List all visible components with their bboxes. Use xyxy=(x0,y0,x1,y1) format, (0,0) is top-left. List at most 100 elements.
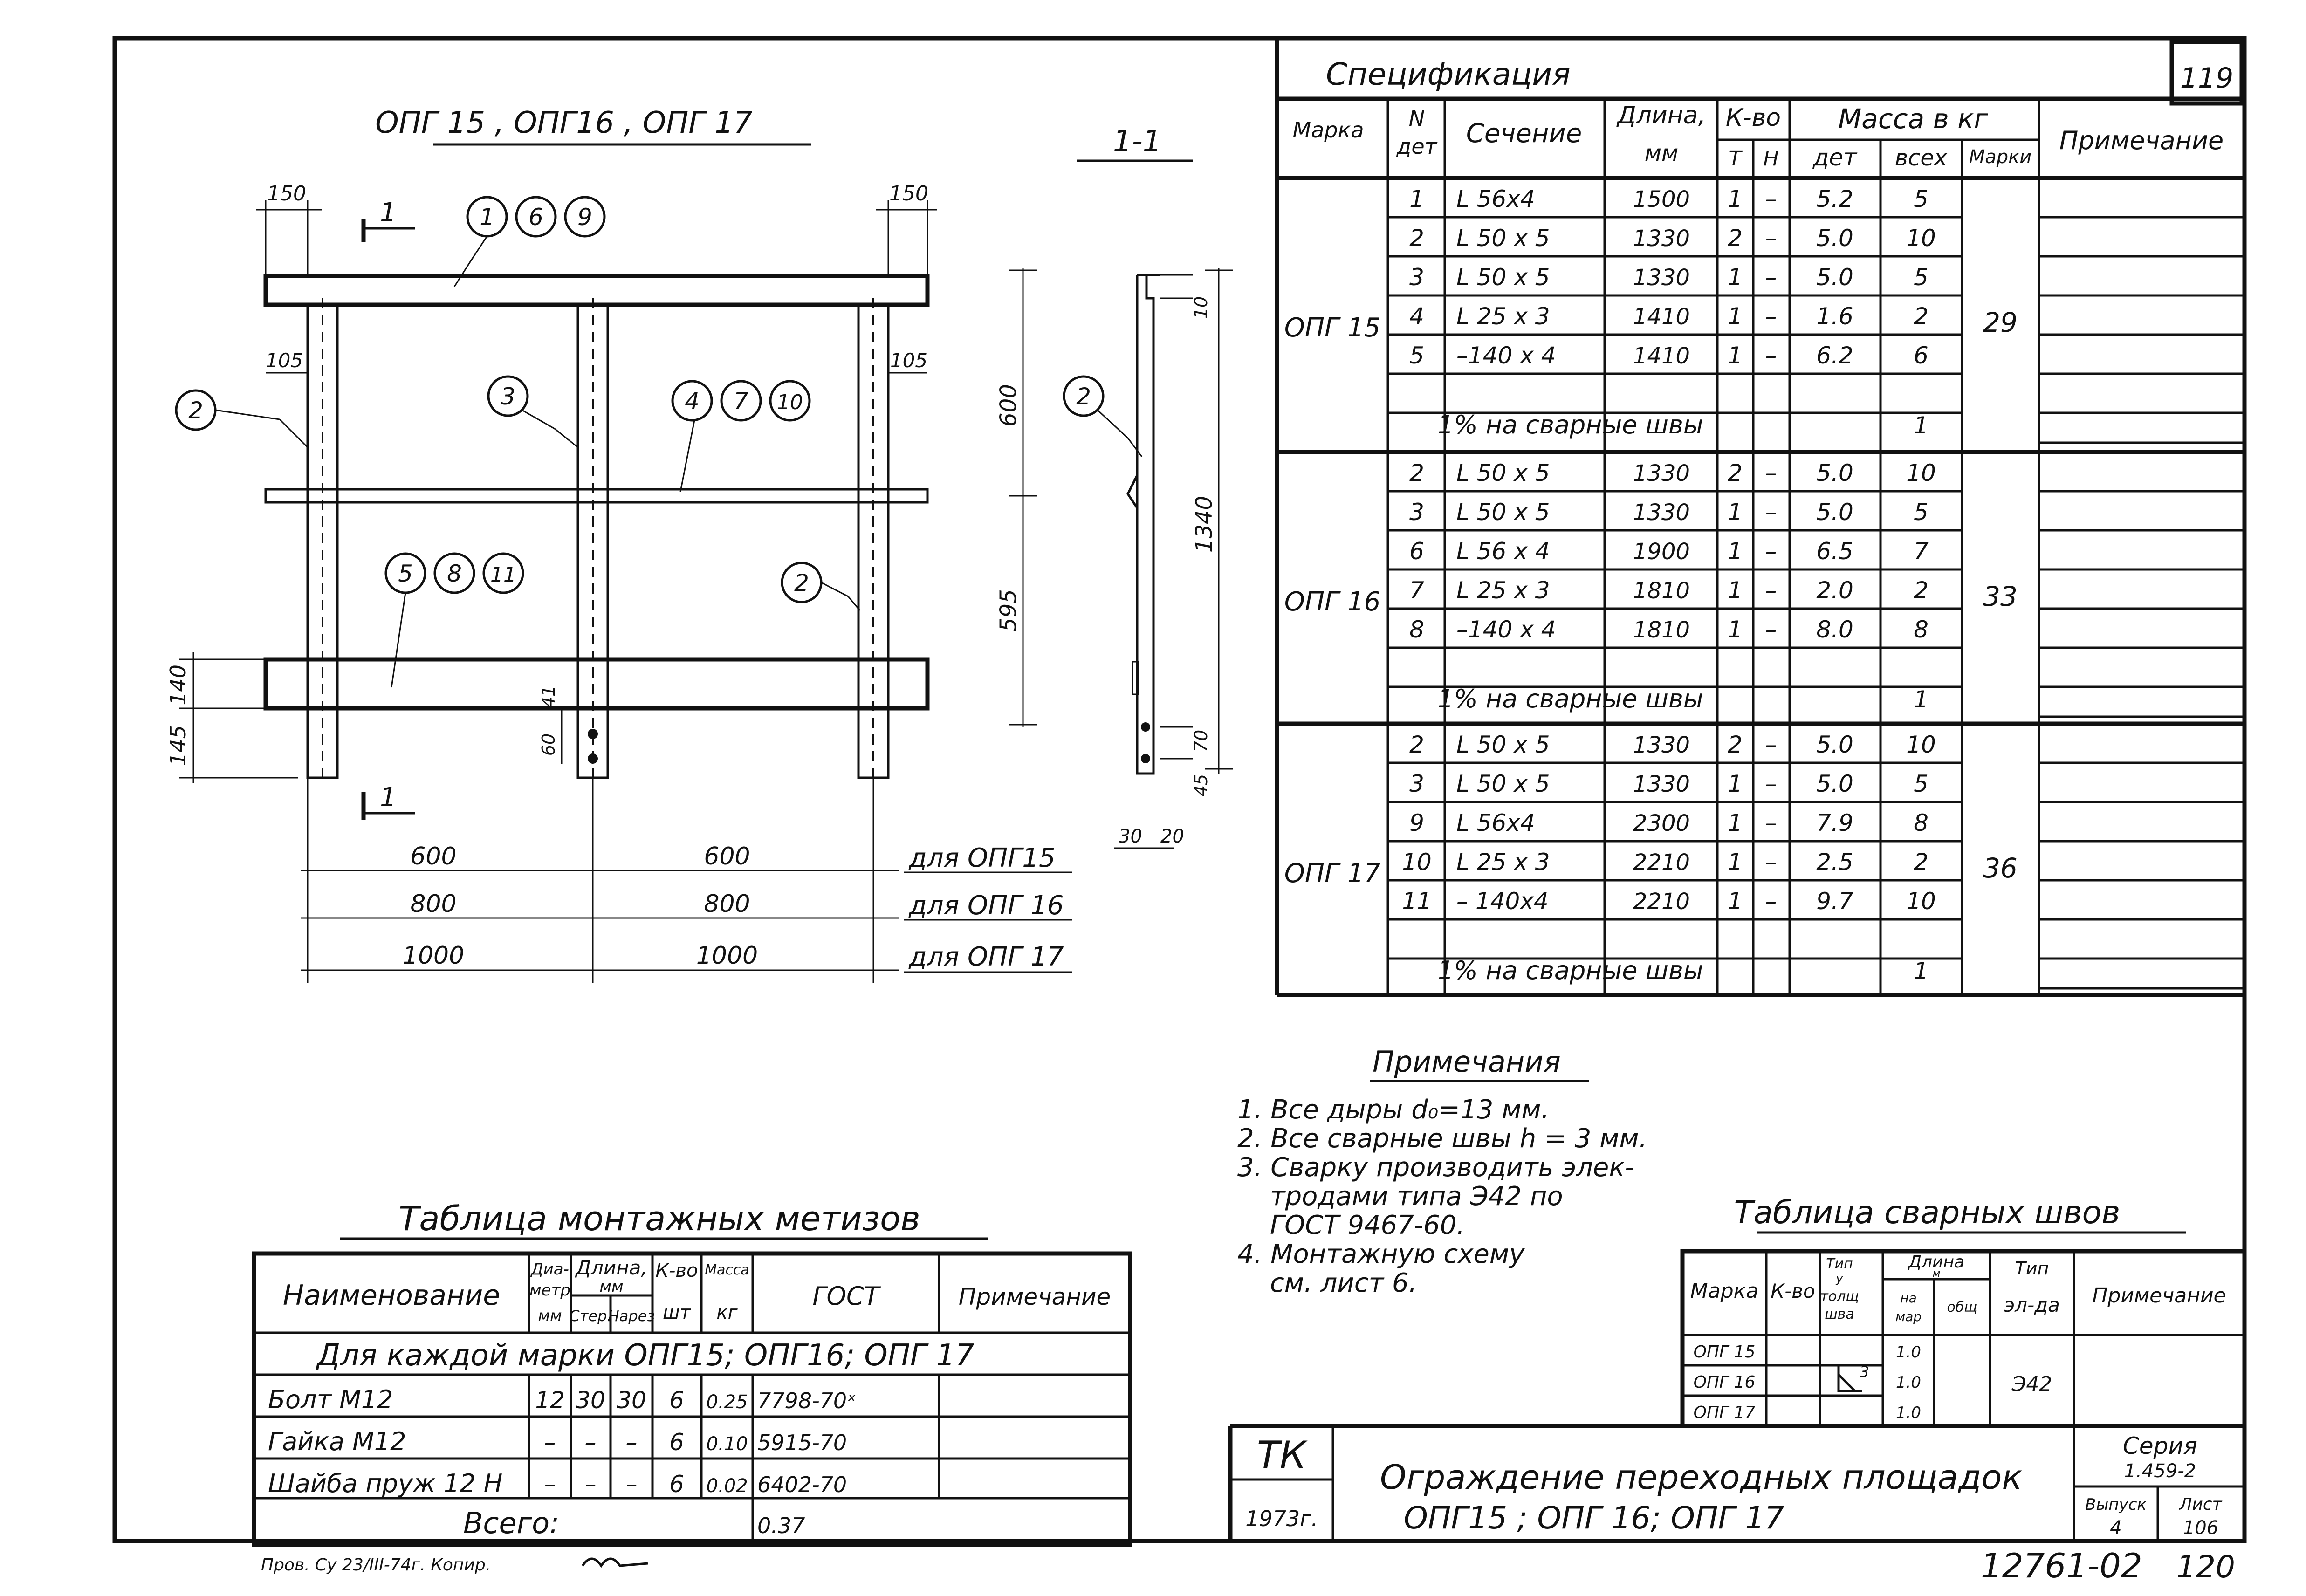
spec-cell-mass: 5.0 xyxy=(1816,459,1853,486)
svg-text:дет: дет xyxy=(1396,134,1438,159)
spec-cell-n: 2 xyxy=(1409,459,1424,486)
hardware-gost: 5915-70 xyxy=(757,1430,847,1455)
spec-cell-n: 10 xyxy=(1402,849,1432,876)
weld-mark: ОПГ 17 xyxy=(1694,1403,1756,1422)
svg-text:1340: 1340 xyxy=(1191,496,1217,553)
svg-text:105: 105 xyxy=(266,349,303,372)
hardware-len-b: 30 xyxy=(617,1387,646,1414)
spec-cell-all: 10 xyxy=(1906,888,1936,915)
top-rail xyxy=(263,274,930,307)
spec-cell-n: 1 xyxy=(1409,185,1424,212)
spec-cell-t: 1 xyxy=(1728,499,1743,526)
spec-cell-section: L 50 х 5 xyxy=(1456,225,1550,252)
spec-cell-all: 5 xyxy=(1914,264,1929,291)
dim-left-bottom: 140 145 xyxy=(165,652,298,783)
spec-cell-section: – 140х4 xyxy=(1456,888,1549,915)
svg-text:К-во: К-во xyxy=(1726,104,1781,132)
svg-text:60: 60 xyxy=(538,733,559,756)
spec-cell-h: – xyxy=(1765,809,1777,836)
spec-cell-all: 10 xyxy=(1906,459,1936,486)
spec-cell-section: L 50 х 5 xyxy=(1456,770,1550,797)
svg-text:для ОПГ 16: для ОПГ 16 xyxy=(908,890,1064,921)
svg-text:кг: кг xyxy=(716,1302,738,1323)
spec-cell-all: 10 xyxy=(1906,225,1936,252)
spec-cell-t: 1 xyxy=(1728,616,1743,643)
spec-weld-mass: 1 xyxy=(1914,412,1929,439)
svg-text:шва: шва xyxy=(1825,1306,1854,1322)
svg-text:всех: всех xyxy=(1895,145,1948,171)
spec-cell-mass: 2.0 xyxy=(1816,577,1853,604)
spec-weld-label: 1% на сварные швы xyxy=(1438,684,1703,713)
hardware-len-b: – xyxy=(626,1471,638,1498)
spec-cell-t: 1 xyxy=(1728,342,1743,369)
svg-text:1: 1 xyxy=(480,204,494,231)
note-line: 1. Все дыры d₀=13 мм. xyxy=(1237,1095,1549,1125)
svg-text:мм: мм xyxy=(599,1277,623,1296)
svg-text:2: 2 xyxy=(188,397,203,424)
spec-cell-t: 2 xyxy=(1728,225,1743,252)
svg-text:мар: мар xyxy=(1895,1309,1922,1324)
hardware-name: Болт М12 xyxy=(268,1385,393,1414)
hardware-dia: – xyxy=(544,1429,556,1456)
weld-length: 1.0 xyxy=(1896,1373,1921,1392)
spec-cell-mass: 5.0 xyxy=(1816,499,1853,526)
hardware-title: Таблица монтажных метизов xyxy=(398,1199,920,1238)
svg-text:Н: Н xyxy=(1763,147,1778,171)
svg-text:10: 10 xyxy=(777,390,803,414)
spec-weld-label: 1% на сварные швы xyxy=(1438,410,1703,439)
svg-text:10: 10 xyxy=(1191,296,1211,319)
spec-title: Спецификация xyxy=(1326,56,1571,92)
hardware-mass: 0.25 xyxy=(706,1391,748,1413)
svg-text:К-во: К-во xyxy=(1771,1280,1815,1302)
hardware-dia: – xyxy=(544,1471,556,1498)
svg-text:ГОСТ: ГОСТ xyxy=(812,1281,881,1311)
spec-cell-length: 1810 xyxy=(1633,578,1690,604)
callout-post-middle: 3 xyxy=(487,375,578,448)
spec-cell-h: – xyxy=(1765,303,1777,330)
hardware-span-row: Для каждой марки ОПГ15; ОПГ16; ОПГ 17 xyxy=(316,1338,975,1373)
svg-text:для ОПГ 17: для ОПГ 17 xyxy=(908,942,1064,972)
svg-text:мм: мм xyxy=(538,1307,562,1325)
hardware-len-b: – xyxy=(626,1429,638,1456)
section-profile xyxy=(1126,274,1160,775)
svg-text:4: 4 xyxy=(685,388,700,415)
section-mark-top: 1 xyxy=(361,198,415,242)
svg-text:600: 600 xyxy=(410,843,456,870)
notes-list: 1. Все дыры d₀=13 мм.2. Все сварные швы … xyxy=(1237,1095,1647,1298)
spec-cell-section: L 25 х 3 xyxy=(1456,303,1550,330)
svg-text:Длина: Длина xyxy=(1908,1253,1964,1272)
svg-text:1000: 1000 xyxy=(696,942,758,970)
hardware-total-label: Всего: xyxy=(463,1506,559,1540)
spec-cell-h: – xyxy=(1765,616,1777,643)
svg-text:70: 70 xyxy=(1191,730,1211,752)
svg-text:150: 150 xyxy=(267,182,306,205)
spec-cell-h: – xyxy=(1765,499,1777,526)
hardware-qty: 6 xyxy=(669,1387,684,1414)
hardware-len-a: – xyxy=(585,1471,597,1498)
series-label: Серия xyxy=(2123,1432,2197,1459)
spec-cell-n: 2 xyxy=(1409,225,1424,252)
spec-cell-h: – xyxy=(1765,577,1777,604)
svg-text:Нарез: Нарез xyxy=(608,1307,655,1325)
note-line: см. лист 6. xyxy=(1270,1268,1417,1298)
spec-cell-mass: 5.0 xyxy=(1816,225,1853,252)
hardware-qty: 6 xyxy=(669,1429,684,1456)
spec-cell-length: 2300 xyxy=(1633,810,1690,836)
spec-cell-length: 1330 xyxy=(1633,500,1690,526)
section-title: 1-1 xyxy=(1113,124,1162,159)
spec-cell-t: 1 xyxy=(1728,185,1743,212)
spec-table-grid xyxy=(1277,96,2244,997)
spec-cell-length: 1500 xyxy=(1633,186,1690,212)
span-dim-3: 1000 1000 для ОПГ 17 xyxy=(301,942,1072,973)
spec-cell-length: 1410 xyxy=(1633,304,1690,330)
svg-text:3: 3 xyxy=(1860,1363,1869,1381)
spec-cell-mass: 8.0 xyxy=(1816,616,1853,643)
svg-text:общ: общ xyxy=(1947,1299,1977,1315)
svg-text:для ОПГ15: для ОПГ15 xyxy=(908,843,1056,873)
svg-text:Сечение: Сечение xyxy=(1466,118,1582,149)
spec-cell-section: L 25 х 3 xyxy=(1456,849,1550,876)
spec-cell-all: 5 xyxy=(1914,770,1929,797)
spec-cell-mass: 1.6 xyxy=(1816,303,1853,330)
spec-cell-section: L 56х4 xyxy=(1456,185,1535,212)
dim-bolt-holes: 41 60 xyxy=(538,685,563,764)
